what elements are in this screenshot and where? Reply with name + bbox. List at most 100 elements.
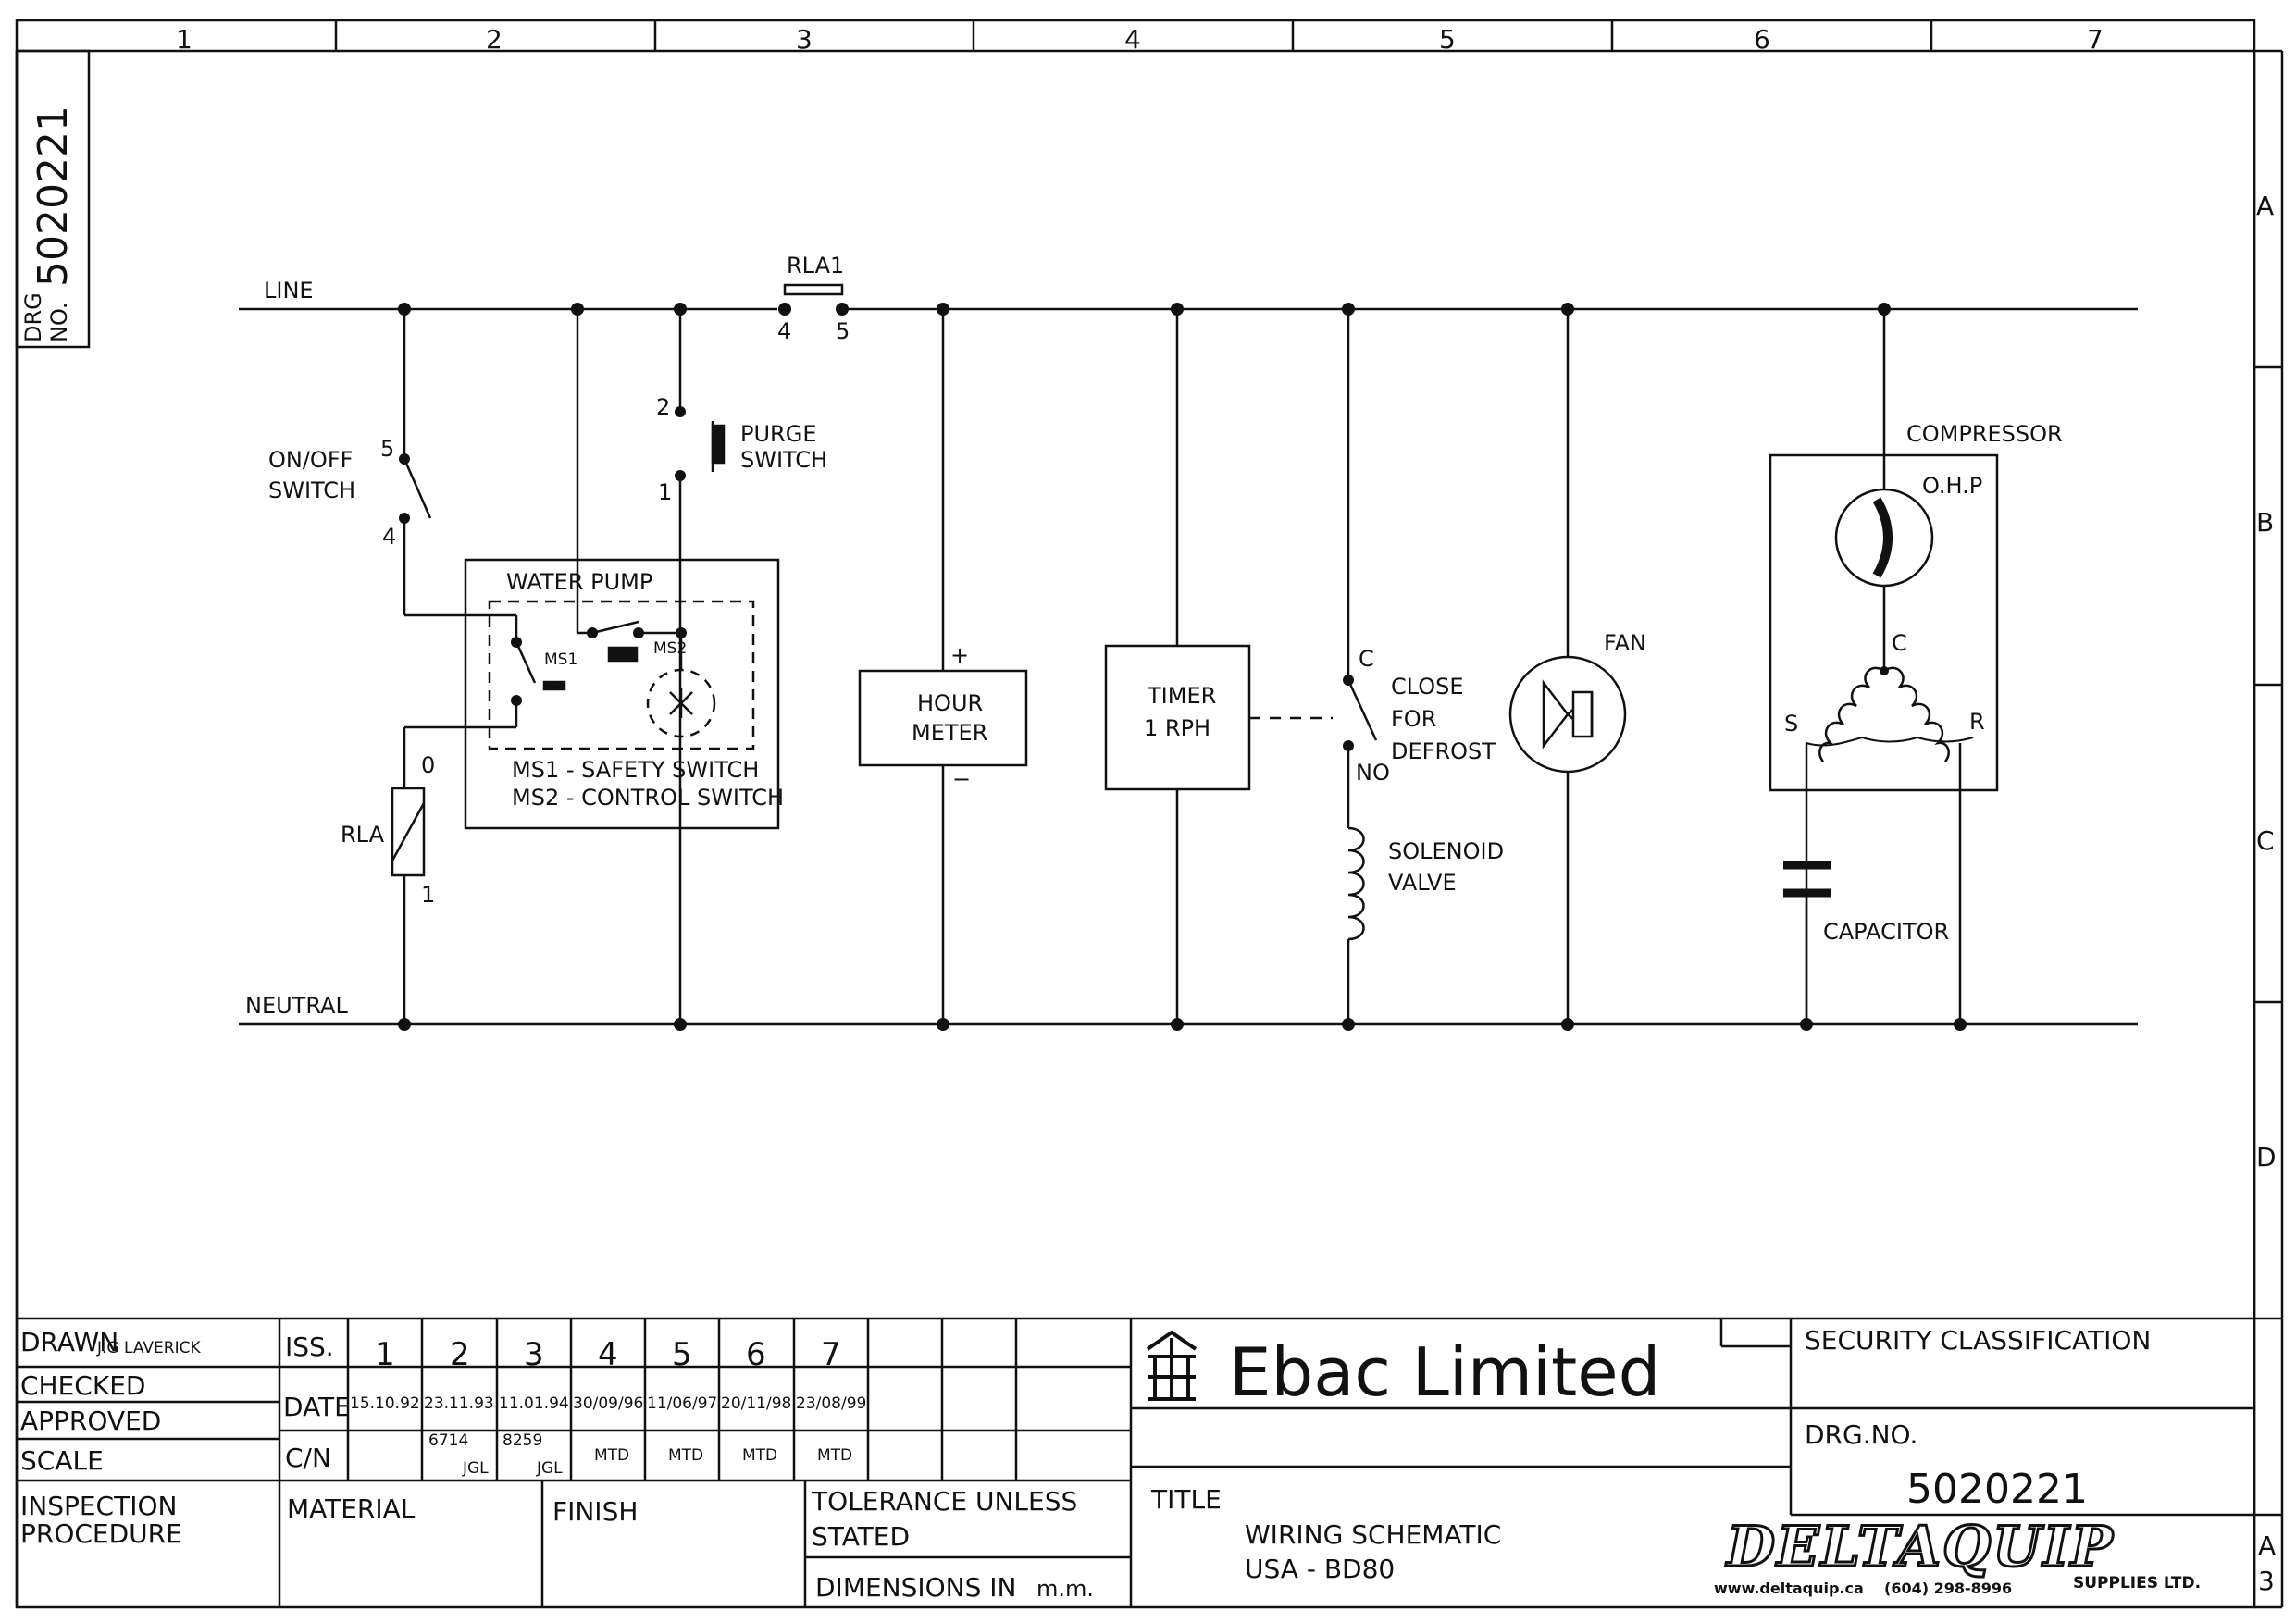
issue-table: 1 2 3 4 5 6 7 15.10.92 23.11.93 11.01.94… xyxy=(350,1336,866,1478)
dimensions-unit: m.m. xyxy=(1036,1576,1094,1602)
defrost-switch-blade xyxy=(1347,679,1378,741)
title-line-2: USA - BD80 xyxy=(1245,1554,1395,1584)
issue-date: 23/08/99 xyxy=(796,1394,866,1413)
issue-number: 4 xyxy=(598,1336,618,1373)
hour-meter-minus: − xyxy=(952,766,971,792)
defrost-c-label: C xyxy=(1359,646,1374,672)
issue-cn-bottom: MTD xyxy=(668,1446,703,1465)
defrost-label-3: DEFROST xyxy=(1391,738,1496,764)
issue-number: 5 xyxy=(672,1336,692,1373)
hour-meter-plus: + xyxy=(950,642,969,668)
ms2-actuator xyxy=(607,646,639,663)
title-line-1: WIRING SCHEMATIC xyxy=(1245,1519,1501,1550)
fan-label: FAN xyxy=(1604,630,1646,656)
compressor-s-label: S xyxy=(1784,711,1798,737)
row-label-d: D xyxy=(2256,1142,2277,1172)
date-label: DATE xyxy=(283,1392,351,1422)
column-label-4: 4 xyxy=(1124,24,1141,55)
compressor-start-winding xyxy=(1818,666,1885,762)
outer-frame xyxy=(15,19,2256,1609)
corner-stamp-text: DRG NO. 5020221 xyxy=(20,105,77,342)
deltaquip-logo: DELTAQUIP xyxy=(1725,1515,2115,1580)
issue-cn-bottom: MTD xyxy=(742,1446,777,1465)
water-pump-dashed-enclosure xyxy=(488,600,755,750)
issue-date: 23.11.93 xyxy=(424,1394,494,1413)
capacitor-label: CAPACITOR xyxy=(1823,919,1949,945)
rla-relay-coil xyxy=(391,787,426,877)
inspection-label-1: INSPECTION xyxy=(20,1491,177,1521)
defrost-no-label: NO xyxy=(1356,760,1390,786)
timer-label-2: 1 RPH xyxy=(1144,715,1210,741)
neutral-label: NEUTRAL xyxy=(245,993,348,1019)
hour-meter-label-2: METER xyxy=(912,720,987,746)
ms1-label: MS1 xyxy=(544,650,577,669)
corner-stamp-drg: DRG xyxy=(20,292,46,342)
rla-pin1: 1 xyxy=(421,882,435,908)
deltaquip-phone: (604) 298-8996 xyxy=(1884,1580,2012,1597)
scale-label: SCALE xyxy=(20,1445,104,1476)
title-label: TITLE xyxy=(1150,1484,1222,1515)
issue-cn-bottom: JGL xyxy=(462,1459,489,1478)
checked-label: CHECKED xyxy=(20,1370,145,1401)
issue-date: 30/09/96 xyxy=(573,1394,643,1413)
issue-cn-top: 6714 xyxy=(428,1431,468,1450)
cn-label: C/N xyxy=(285,1443,331,1473)
rla-pin0: 0 xyxy=(421,752,435,778)
hour-meter-box xyxy=(858,669,1028,767)
dimensions-label: DIMENSIONS IN xyxy=(815,1572,1017,1603)
row-label-a: A xyxy=(2256,191,2274,221)
purge-pin2: 2 xyxy=(656,394,670,420)
onoff-label-2: SWITCH xyxy=(268,477,355,503)
iss-label: ISS. xyxy=(285,1332,334,1362)
compressor-run-winding xyxy=(1883,666,1950,762)
rla1-label: RLA1 xyxy=(787,253,844,279)
defrost-label-2: FOR xyxy=(1391,706,1436,732)
rla1-pin5: 5 xyxy=(836,318,850,344)
issue-date: 15.10.92 xyxy=(350,1394,420,1413)
hour-meter-label-1: HOUR xyxy=(917,690,983,716)
compressor-c-label: C xyxy=(1892,630,1907,656)
purge-label-1: PURGE xyxy=(740,421,816,447)
column-label-5: 5 xyxy=(1439,24,1456,55)
onoff-pin5: 5 xyxy=(380,436,394,462)
column-label-2: 2 xyxy=(486,24,503,55)
defrost-label-1: CLOSE xyxy=(1391,674,1464,700)
drawn-by: J.G LAVERICK xyxy=(96,1339,201,1357)
rla1-pin4: 4 xyxy=(777,318,791,344)
issue-cn-top: 8259 xyxy=(503,1431,542,1450)
sheet-size-a: A xyxy=(2258,1530,2276,1561)
corner-stamp-number: 5020221 xyxy=(30,105,77,287)
compressor-r-label: R xyxy=(1969,709,1985,735)
issue-number: 1 xyxy=(375,1336,395,1373)
junction-dots xyxy=(398,303,1967,1031)
tolerance-label-1: TOLERANCE UNLESS xyxy=(811,1486,1077,1517)
rla-label: RLA xyxy=(341,822,385,848)
issue-date: 20/11/98 xyxy=(721,1394,791,1413)
finish-label: FINISH xyxy=(552,1496,638,1527)
purge-label-2: SWITCH xyxy=(740,447,827,473)
ms2-legend: MS2 - CONTROL SWITCH xyxy=(512,785,784,811)
ms2-label: MS2 xyxy=(653,639,687,658)
drawn-label: DRAWN xyxy=(20,1327,118,1357)
issue-date: 11.01.94 xyxy=(499,1394,569,1413)
ebac-logo-icon xyxy=(1146,1330,1198,1401)
issue-cn-bottom: JGL xyxy=(536,1459,563,1478)
drg-no-label: DRG.NO. xyxy=(1805,1419,1917,1450)
solenoid-label-1: SOLENOID xyxy=(1388,838,1504,864)
purge-pin1: 1 xyxy=(658,479,672,505)
onoff-label-1: ON/OFF xyxy=(268,447,353,473)
compressor-box xyxy=(1769,453,1999,792)
water-pump-box xyxy=(464,558,780,830)
material-label: MATERIAL xyxy=(287,1493,416,1524)
security-classification-label: SECURITY CLASSIFICATION xyxy=(1805,1325,2151,1356)
column-label-6: 6 xyxy=(1754,24,1770,55)
onoff-pin4: 4 xyxy=(382,524,396,550)
drg-number: 5020221 xyxy=(1906,1466,2088,1513)
timer-label-1: TIMER xyxy=(1147,683,1216,709)
inspection-label-2: PROCEDURE xyxy=(20,1518,182,1549)
ms1-actuator xyxy=(542,680,566,691)
column-label-3: 3 xyxy=(796,24,813,55)
corner-stamp-no: NO. xyxy=(46,303,72,343)
company-name: Ebac Limited xyxy=(1229,1333,1660,1411)
